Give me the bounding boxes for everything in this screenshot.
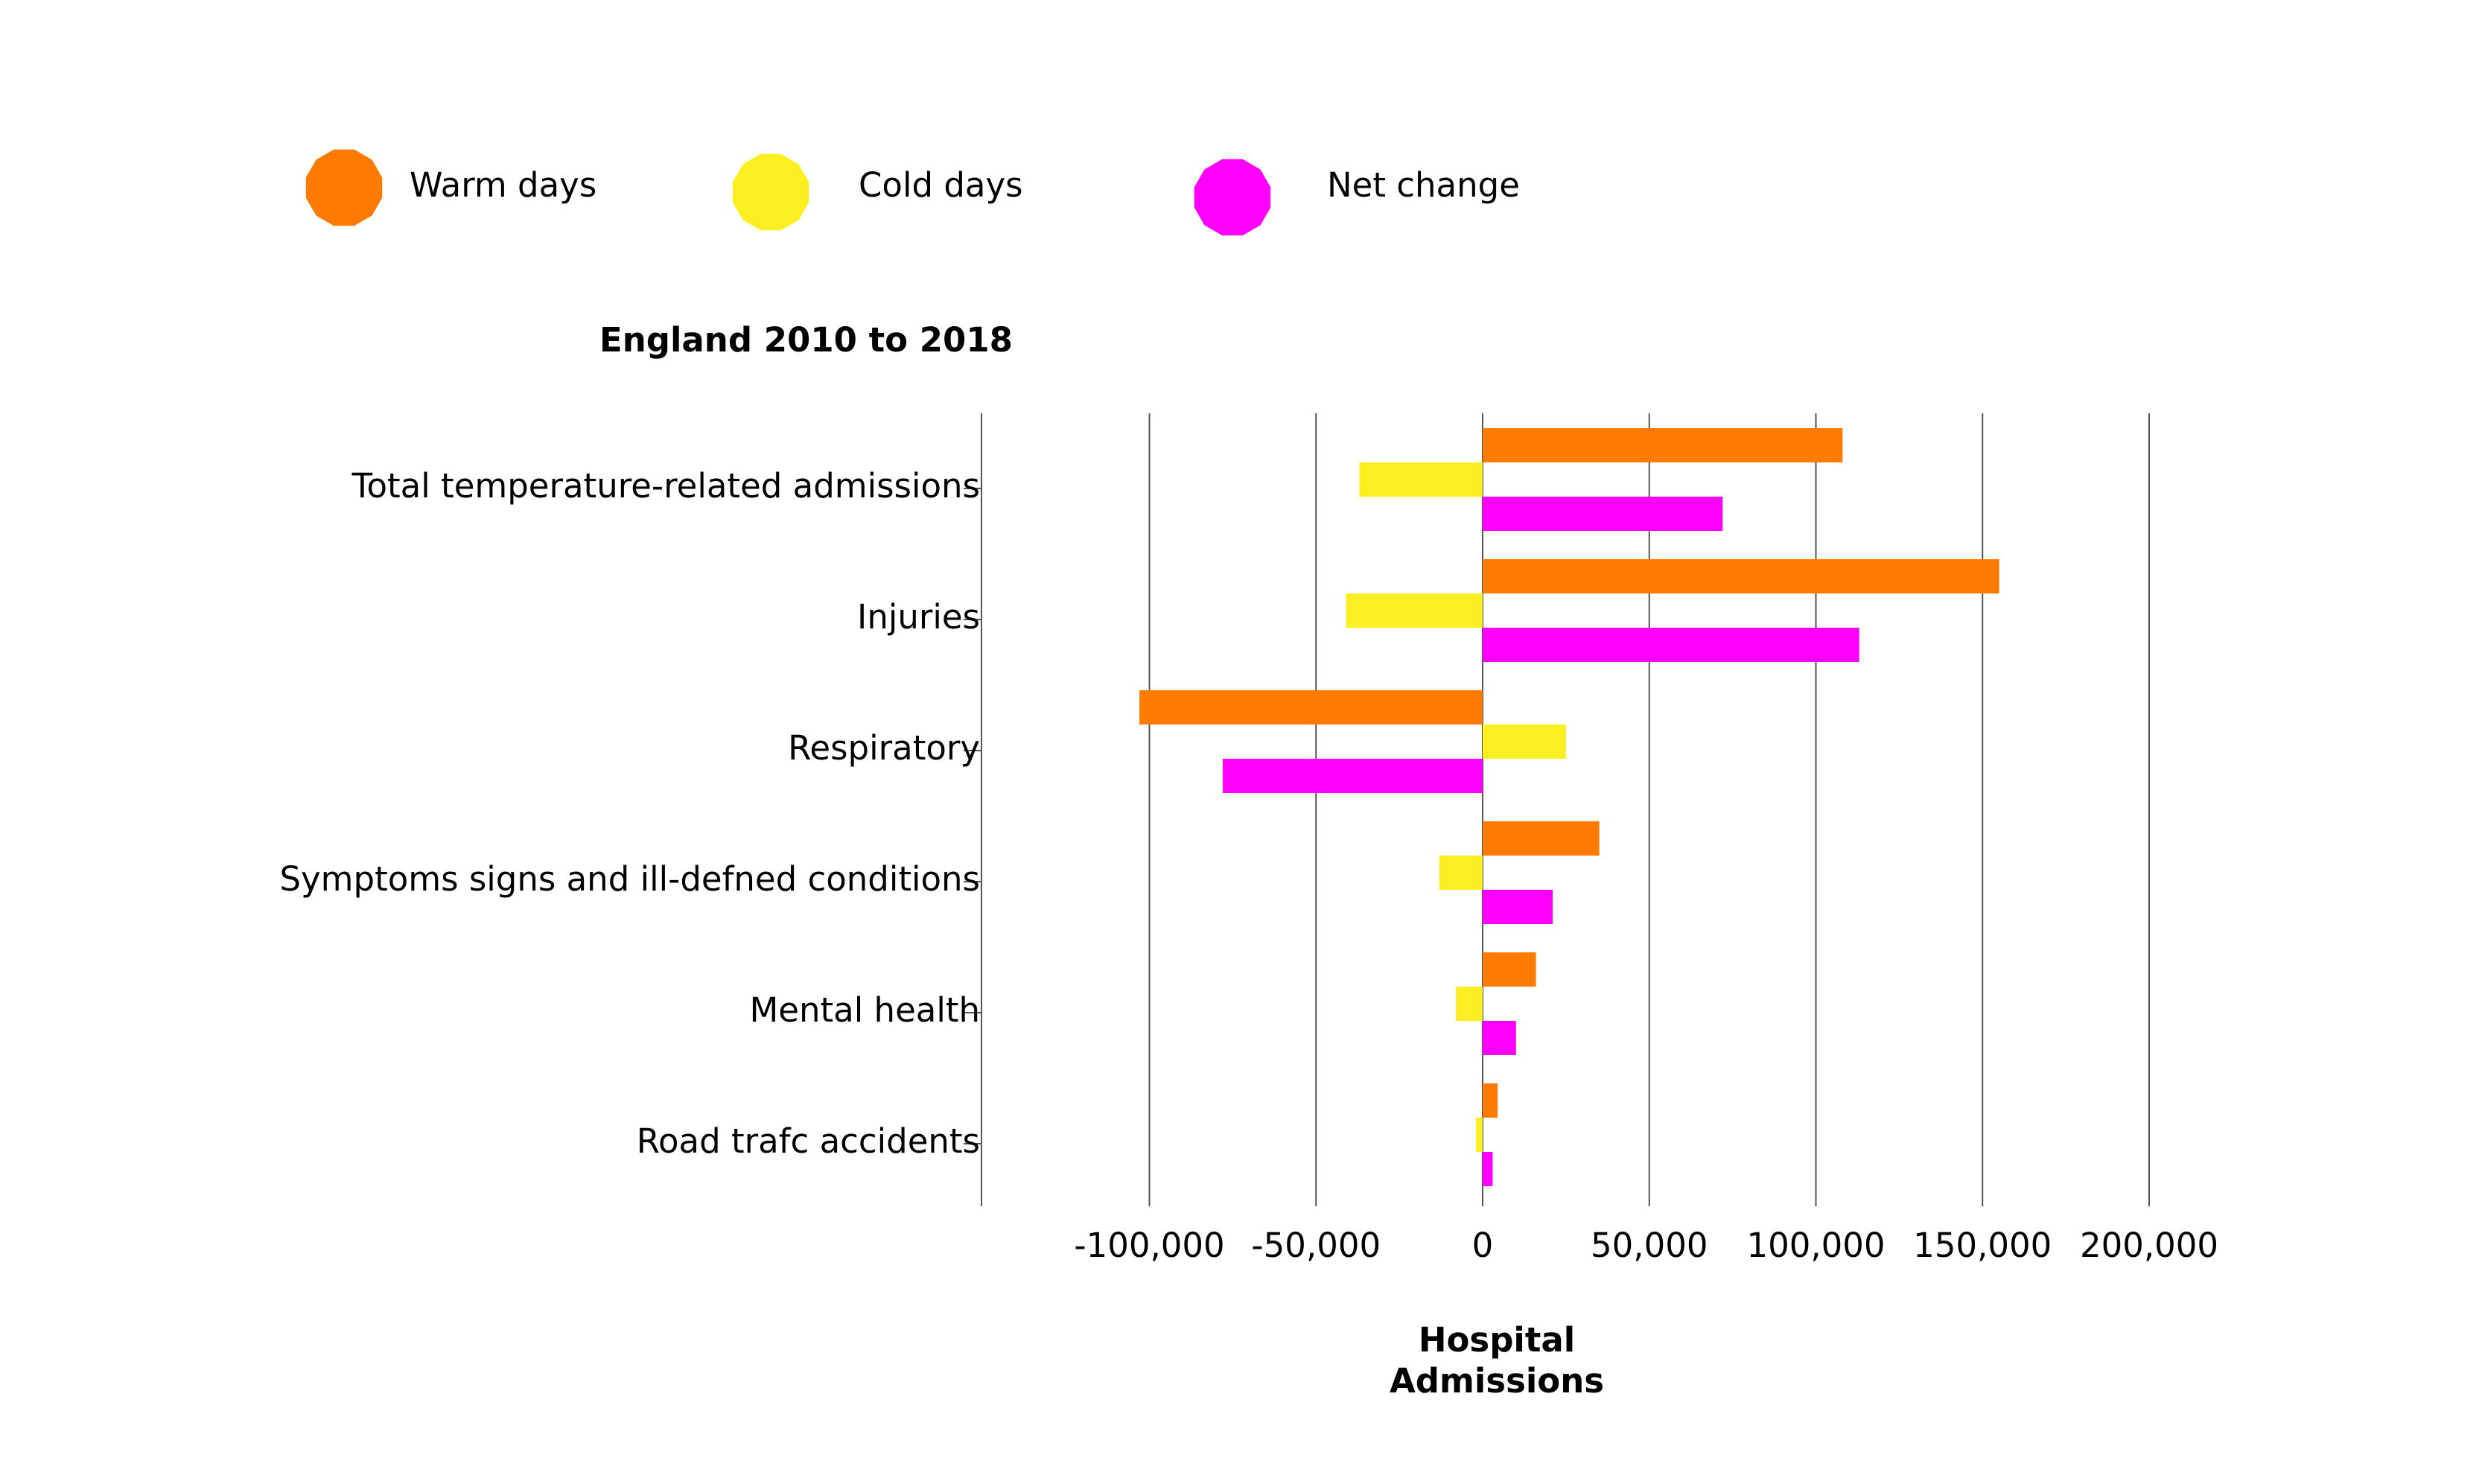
x-axis-title-line-1: Admissions xyxy=(1390,1361,1604,1401)
bar-2-2 xyxy=(1222,759,1483,793)
bar-0-1 xyxy=(1359,462,1483,497)
bar-4-2 xyxy=(1483,1021,1516,1055)
bar-3-2 xyxy=(1483,890,1553,924)
legend-label-0: Warm days xyxy=(410,165,596,205)
legend-label-2: Net change xyxy=(1327,165,1520,205)
x-tick-label-6: 200,000 xyxy=(2080,1226,2218,1265)
category-label-5: Road trafc accidents xyxy=(637,1121,980,1161)
x-tick-label-5: 150,000 xyxy=(1913,1226,2052,1265)
legend-marker-1 xyxy=(732,153,809,231)
legend-marker-2 xyxy=(1194,159,1271,236)
legend-marker-0 xyxy=(305,149,383,226)
bar-3-0 xyxy=(1483,821,1600,856)
bar-1-1 xyxy=(1346,593,1483,628)
bar-0-0 xyxy=(1483,428,1843,462)
x-tick-labels: -100,000 -50,000 0 50,000 100,000 150,000 200,… xyxy=(1074,1226,2218,1265)
legend-label-1: Cold days xyxy=(859,165,1023,205)
category-label-2: Respiratory xyxy=(788,728,980,768)
x-axis-title-line-0: Hospital xyxy=(1419,1320,1575,1360)
bars xyxy=(1139,428,1999,1186)
category-label-3: Symptoms signs and ill-defned conditions xyxy=(279,859,980,899)
category-label-0: Total temperature-related admissions xyxy=(351,466,980,506)
x-tick-label-0: -100,000 xyxy=(1074,1226,1224,1265)
gridlines xyxy=(981,413,2150,1206)
bar-1-0 xyxy=(1483,559,1999,593)
category-label-1: Injuries xyxy=(857,597,980,637)
bar-2-1 xyxy=(1483,725,1566,759)
bar-5-2 xyxy=(1483,1152,1493,1186)
x-tick-label-1: -50,000 xyxy=(1251,1226,1381,1265)
category-label-4: Mental health xyxy=(749,990,980,1030)
category-labels: Total temperature-related admissionsInju… xyxy=(279,466,981,1161)
bar-5-0 xyxy=(1483,1083,1498,1118)
bar-4-0 xyxy=(1483,952,1536,987)
bar-1-2 xyxy=(1483,628,1859,662)
chart-title: England 2010 to 2018 xyxy=(599,320,1013,360)
bar-3-1 xyxy=(1439,856,1483,890)
x-tick-label-4: 100,000 xyxy=(1746,1226,1885,1265)
bar-2-0 xyxy=(1139,690,1483,725)
bar-0-2 xyxy=(1483,497,1723,531)
x-tick-label-3: 50,000 xyxy=(1591,1226,1708,1265)
bar-5-1 xyxy=(1476,1118,1483,1152)
legend: Warm days Cold days Net change xyxy=(305,149,1520,236)
x-tick-label-2: 0 xyxy=(1472,1226,1494,1265)
bar-4-1 xyxy=(1456,987,1483,1021)
